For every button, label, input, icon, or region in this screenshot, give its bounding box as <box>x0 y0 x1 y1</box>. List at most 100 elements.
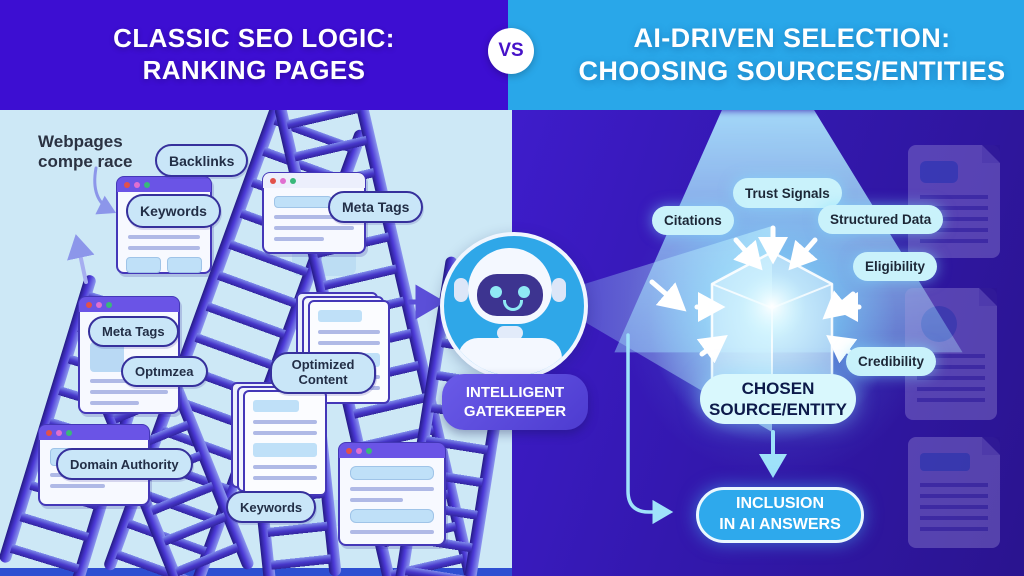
browser-window-metatags <box>262 172 366 254</box>
robot-ear <box>552 278 566 302</box>
window-dot-icon <box>56 429 62 436</box>
window-dot-icon <box>96 301 102 308</box>
window-dot-icon <box>66 429 72 436</box>
window-titlebar <box>339 443 445 458</box>
crystal-icon <box>710 250 834 414</box>
pill-credibility: Credibility <box>846 347 937 376</box>
doc-badge <box>920 453 970 471</box>
pill-keywords-top: Keywords <box>126 194 221 228</box>
chosen-line1: CHOSEN <box>741 378 815 398</box>
window-dot-icon <box>270 177 276 184</box>
ground-strip <box>0 568 512 576</box>
window-dot-icon <box>366 447 372 454</box>
ai-selection-panel: Trust Signals Citations Structured Data … <box>512 110 1024 576</box>
robot-eye <box>490 286 502 298</box>
pill-keywords-bottom: Keywords <box>226 491 317 523</box>
pill-backlinks: Backlinks <box>155 144 249 177</box>
window-dot-icon <box>290 177 296 184</box>
window-content <box>348 464 436 538</box>
doc-highlight-bar <box>253 443 317 457</box>
inclusion-line1: INCLUSION <box>736 495 824 513</box>
curved-arrow-icon <box>93 166 117 215</box>
gatekeeper-label: INTELLIGENT GATEKEEPER <box>442 374 588 430</box>
pill-label: Backlinks <box>169 152 235 169</box>
arrow-upright-icon <box>696 334 728 364</box>
doc-title-bar <box>253 400 299 412</box>
pill-label: Structured Data <box>830 212 932 227</box>
pill-optimized-content: Optimized Content <box>270 352 376 394</box>
pill-domain-authority: Domain Authority <box>56 448 193 480</box>
left-title: CLASSIC SEO LOGIC: RANKING PAGES <box>0 0 508 110</box>
robot-head <box>468 248 552 324</box>
header-left: CLASSIC SEO LOGIC: RANKING PAGES <box>0 0 508 110</box>
ghost-document-icon <box>908 437 1000 548</box>
ghost-document-icon <box>908 145 1000 258</box>
vs-label: VS <box>498 40 524 61</box>
window-dot-icon <box>86 301 92 308</box>
document-stack <box>243 390 327 496</box>
window-dot-icon <box>106 301 112 308</box>
gatekeeper-line1: INTELLIGENT <box>465 383 565 401</box>
flow-curved-arrow-icon <box>626 333 674 525</box>
pill-meta-tags-top: Meta Tags <box>328 191 424 223</box>
window-titlebar <box>263 173 365 188</box>
pill-label: Optimized Content <box>291 357 355 387</box>
window-titlebar <box>79 297 179 312</box>
right-fx-layer <box>578 225 862 525</box>
caption-line1: Webpages <box>38 132 123 151</box>
image-placeholder <box>90 342 124 372</box>
pill-label: Trust Signals <box>745 185 830 201</box>
browser-window-content <box>338 442 446 546</box>
robot-neck <box>497 326 523 340</box>
doc-badge <box>920 161 958 183</box>
ghost-document-icon <box>905 288 997 420</box>
window-dot-icon <box>346 447 352 454</box>
arrow-downright-icon <box>649 279 687 312</box>
gatekeeper-line2: GATEKEEPER <box>463 403 567 420</box>
right-title-line1: AI-DRIVEN SELECTION: <box>633 23 951 54</box>
window-titlebar <box>39 425 149 440</box>
pill-label: Keywords <box>240 499 303 515</box>
window-dot-icon <box>46 429 52 436</box>
pill-label: Meta Tags <box>102 324 165 339</box>
browser-window-keywords <box>116 176 212 274</box>
pill-label: Domain Authority <box>70 456 179 472</box>
pill-label: Credibility <box>858 354 925 369</box>
robot-visor <box>477 274 543 316</box>
arrow-downright-icon <box>733 237 763 271</box>
pill-eligibility: Eligibility <box>853 252 938 281</box>
window-titlebar <box>117 177 211 192</box>
left-title-line1: CLASSIC SEO LOGIC: <box>113 23 395 54</box>
browser-window-metatags-2 <box>78 296 180 414</box>
window-dot-icon <box>280 177 286 184</box>
chosen-source-pill: CHOSEN SOURCE/ENTITY <box>700 374 856 424</box>
arrow-downleft-icon <box>788 237 818 271</box>
pill-structured-data: Structured Data <box>818 205 944 234</box>
robot-smile <box>503 300 523 311</box>
robot-body <box>458 338 562 376</box>
doc-lines <box>920 483 988 536</box>
globe-icon <box>921 306 957 342</box>
pill-label: Keywords <box>140 203 207 219</box>
pill-label: Eligibility <box>865 259 926 274</box>
header-right: AI-DRIVEN SELECTION: CHOOSING SOURCES/EN… <box>508 0 1024 110</box>
window-dot-icon <box>124 181 130 188</box>
robot-gatekeeper-icon <box>440 232 588 380</box>
pill-citations: Citations <box>652 206 734 235</box>
window-content <box>272 194 356 246</box>
inclusion-pill: INCLUSION IN AI ANSWERS <box>696 487 864 543</box>
window-dot-icon <box>144 181 150 188</box>
classic-seo-panel: Webpages compe race Backlinks Keywords M… <box>0 110 512 576</box>
left-title-line2: RANKING PAGES <box>142 55 366 85</box>
pill-label: Meta Tags <box>342 199 410 215</box>
chosen-line2: SOURCE/ENTITY <box>709 400 847 419</box>
right-title-line2: CHOOSING SOURCES/ENTITIES <box>578 56 1006 86</box>
caption-line2: compe race <box>38 152 133 172</box>
inclusion-line2: IN AI ANSWERS <box>719 516 841 533</box>
robot-eye <box>518 286 530 298</box>
window-content <box>126 198 202 273</box>
caption-webpages-race: Webpages compe race <box>38 132 133 173</box>
pill-label: Optımzea <box>135 364 194 379</box>
pill-label: Citations <box>664 213 722 228</box>
pill-optimzea: Optımzea <box>121 356 208 387</box>
